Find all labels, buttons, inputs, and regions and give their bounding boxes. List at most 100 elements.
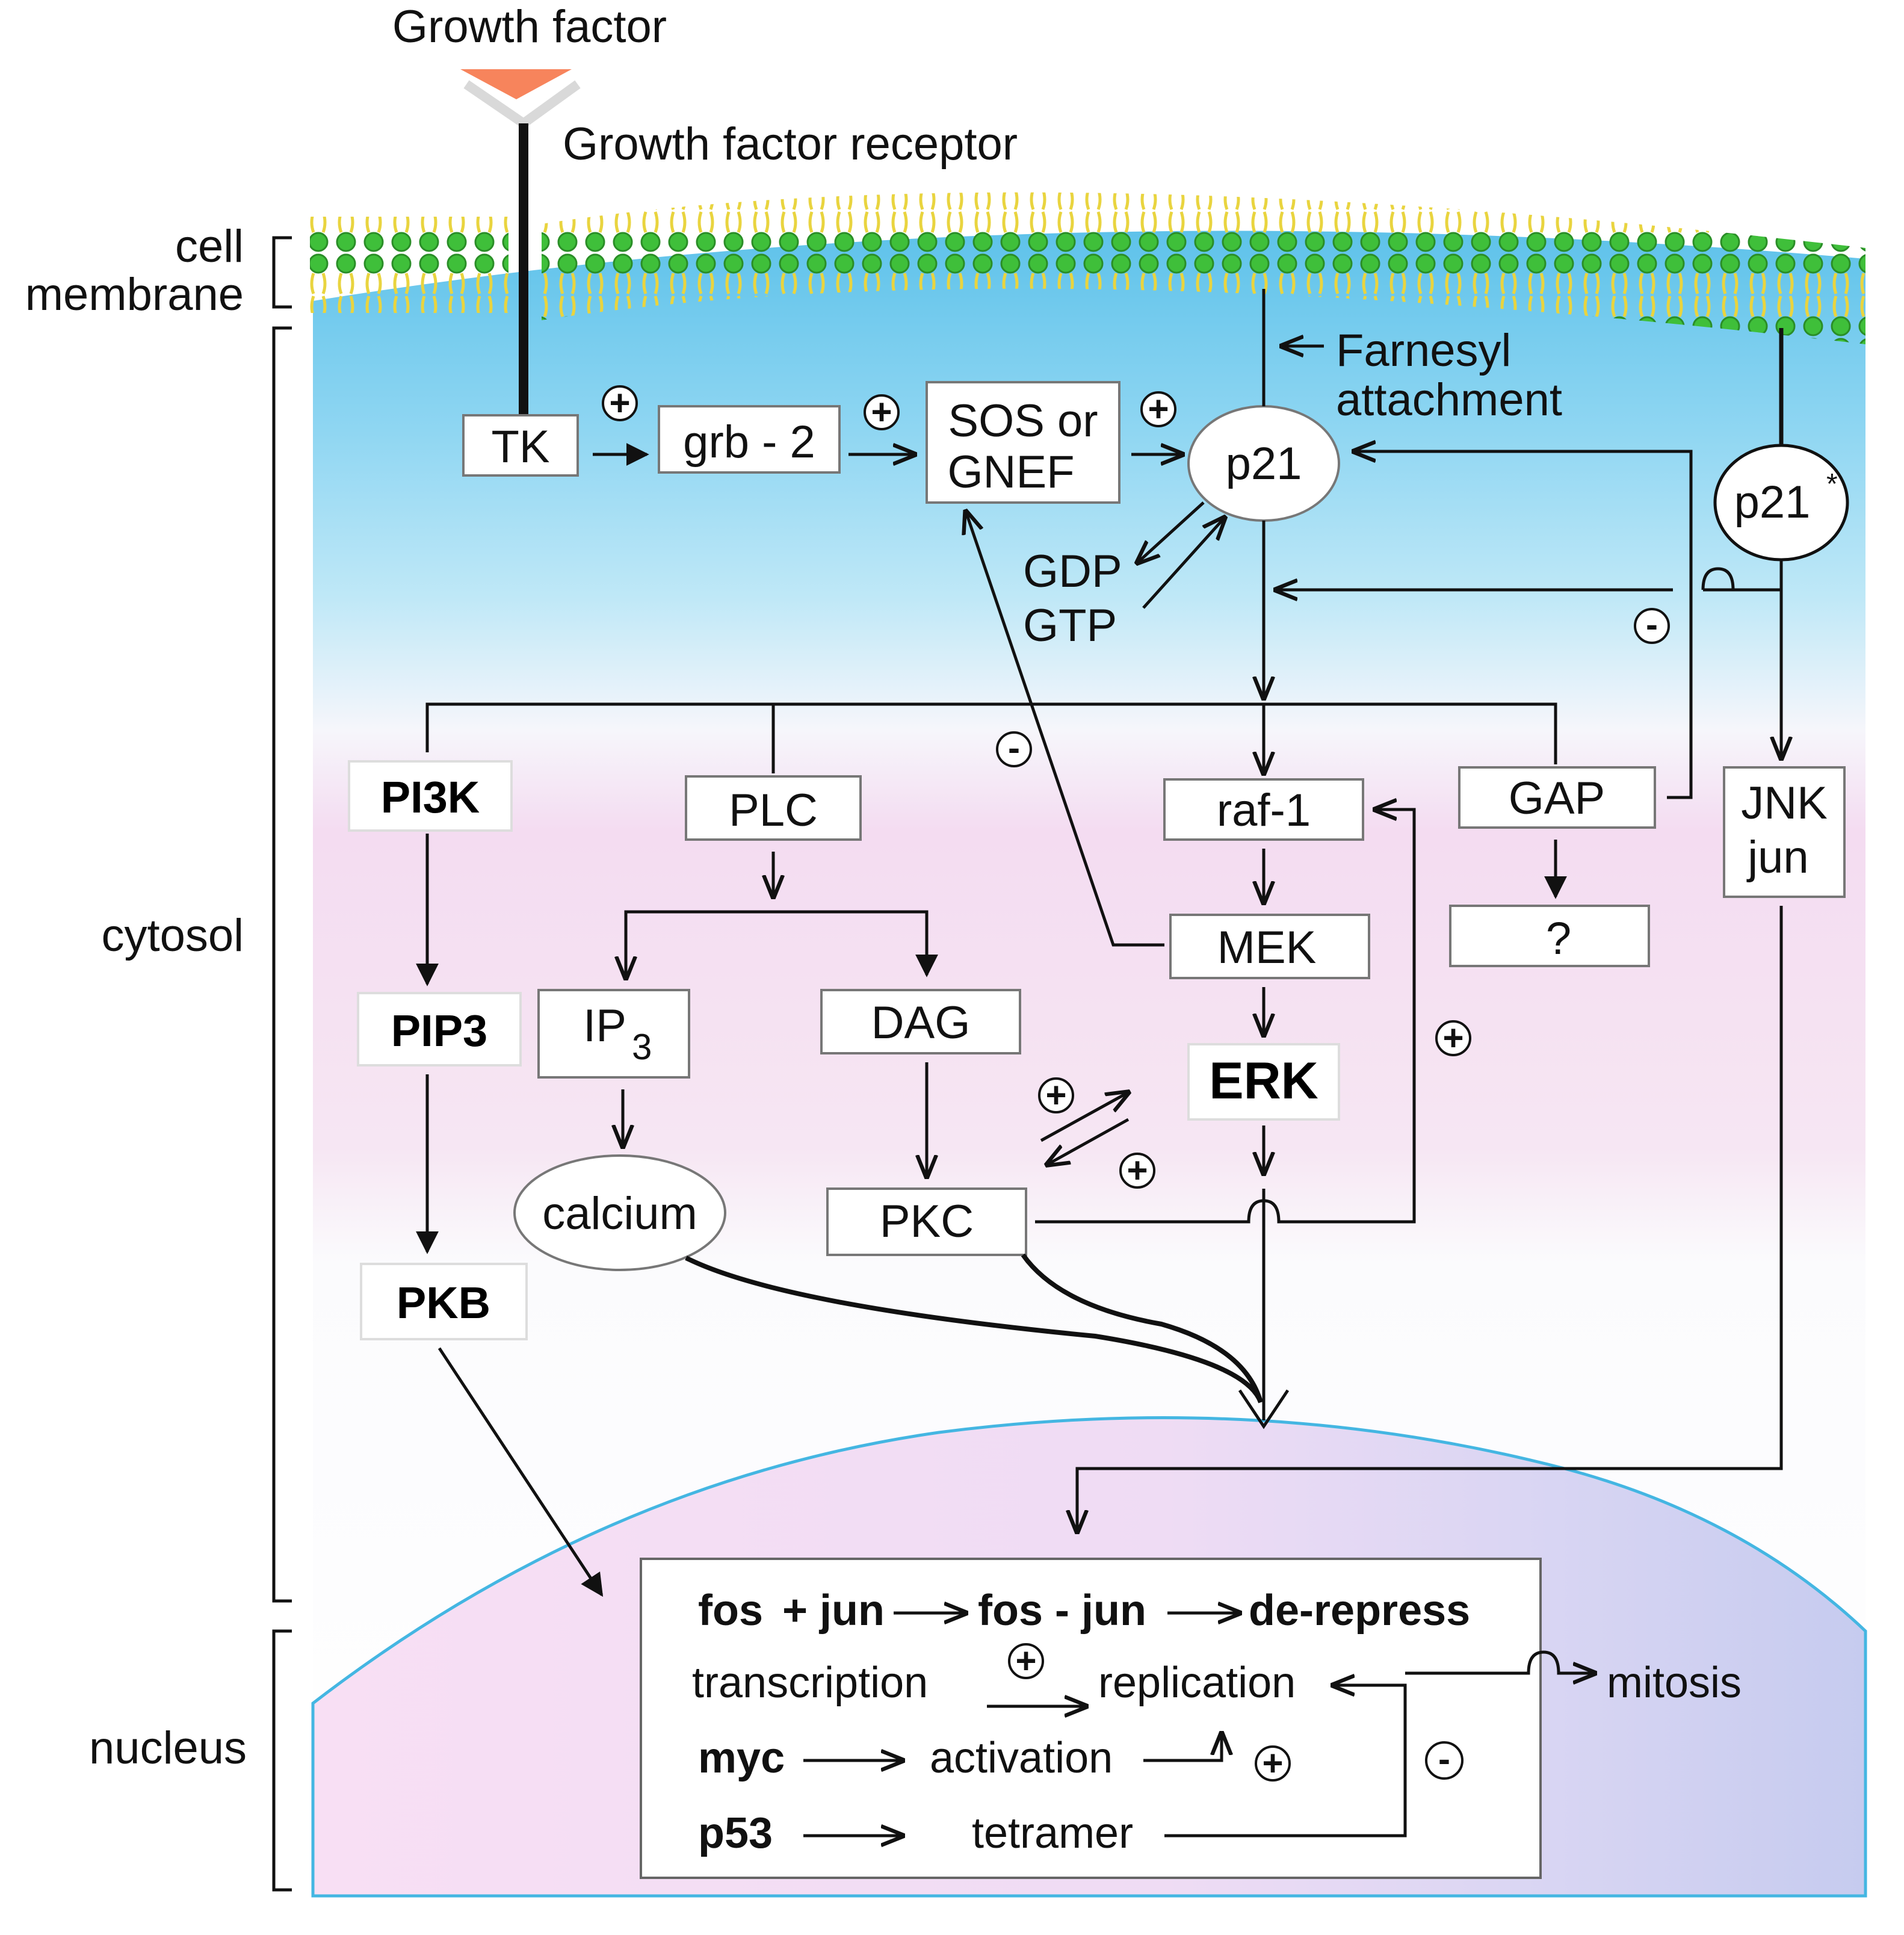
node-gap: GAP	[1458, 766, 1656, 829]
label-cytosol: cytosol	[101, 910, 244, 961]
svg-text:TK: TK	[491, 421, 549, 472]
node-p21: p21	[1187, 405, 1340, 522]
sign-plus-grb2-sos: +	[864, 392, 900, 432]
arrow-pkc-erk	[1040, 1092, 1128, 1142]
svg-text:ERK: ERK	[1209, 1052, 1318, 1110]
svg-text:*: *	[1826, 468, 1838, 500]
svg-text:-: -	[1438, 1739, 1450, 1779]
svg-text:attachment: attachment	[1336, 374, 1562, 426]
nuc-fos-jun: fos - jun	[978, 1587, 1146, 1635]
gdp-gtp-label: GDP GTP	[1023, 546, 1122, 651]
svg-text:IP: IP	[583, 1000, 626, 1051]
node-sos-gnef: SOS or GNEF	[926, 381, 1120, 504]
node-pkc: PKC	[826, 1187, 1027, 1256]
svg-text:PIP3: PIP3	[391, 1006, 487, 1056]
regulation-signs: + + + - - + + + + + -	[602, 383, 1670, 1783]
node-ip3: IP 3	[537, 989, 690, 1079]
label-cell: cell	[175, 221, 244, 272]
sign-minus-feedback: -	[1634, 604, 1670, 645]
sign-minus-tetramer: -	[1425, 1739, 1464, 1780]
node-p21-star: p21 *	[1713, 444, 1849, 562]
nuc-derepress: de-repress	[1249, 1587, 1470, 1635]
nucleus-box: fos + jun fos - jun de-repress transcrip…	[640, 1558, 1542, 1879]
nuc-p53: p53	[698, 1809, 773, 1857]
nuc-activation: activation	[930, 1734, 1113, 1782]
nuc-transcription: transcription	[692, 1659, 928, 1707]
nuc-tetramer: tetramer	[972, 1809, 1133, 1857]
bracket-nucleus	[272, 1629, 292, 1892]
svg-text:+: +	[1262, 1743, 1283, 1783]
sign-plus-pkc-erk: +	[1038, 1075, 1074, 1115]
svg-text:+: +	[1015, 1641, 1036, 1681]
svg-text:calcium: calcium	[542, 1188, 697, 1239]
sign-plus-erk-pkc: +	[1119, 1150, 1155, 1190]
nuc-fos: fos	[698, 1587, 763, 1635]
svg-text:PKB: PKB	[397, 1278, 490, 1328]
label-nucleus: nucleus	[89, 1723, 247, 1774]
svg-text:jun: jun	[1746, 832, 1808, 883]
svg-text:GAP: GAP	[1509, 773, 1606, 824]
sign-plus-activation: +	[1255, 1743, 1291, 1783]
svg-text:JNK: JNK	[1741, 778, 1828, 829]
bracket-membrane	[272, 236, 292, 309]
bracket-cytosol	[272, 326, 292, 1603]
node-pip3: PIP3	[357, 992, 522, 1067]
growth-factor-label: Growth factor	[392, 1, 667, 52]
arrow-mitosis	[1405, 1650, 1595, 1673]
svg-text:PKC: PKC	[880, 1196, 974, 1247]
node-unknown: ?	[1449, 905, 1650, 967]
svg-text:Farnesyl: Farnesyl	[1336, 325, 1511, 376]
sign-plus-sos-p21: +	[1140, 389, 1176, 429]
sign-plus-transcription: +	[1008, 1641, 1044, 1681]
svg-text:GDP: GDP	[1023, 546, 1122, 597]
node-pi3k: PI3K	[348, 760, 513, 832]
hop-feedback	[1701, 567, 1735, 590]
node-raf1: raf-1	[1163, 778, 1364, 841]
svg-text:3: 3	[632, 1027, 652, 1067]
arrow-erk-pkc	[1047, 1118, 1130, 1165]
svg-text:p21: p21	[1734, 477, 1811, 528]
arrow-mek-sos	[966, 512, 1164, 947]
arrow-to-gdp	[1137, 501, 1205, 563]
svg-text:SOS or: SOS or	[948, 395, 1098, 447]
nuc-replication: replication	[1098, 1659, 1296, 1707]
svg-text:?: ?	[1546, 913, 1571, 964]
svg-text:raf-1: raf-1	[1217, 785, 1311, 836]
svg-text:p21: p21	[1226, 438, 1302, 489]
pathway-connectors	[416, 289, 1783, 1837]
arrow-gap-p21	[1354, 451, 1693, 799]
node-erk: ERK	[1187, 1043, 1340, 1121]
arrow-jnk-nucleus	[1077, 906, 1783, 1532]
node-grb2: grb - 2	[658, 405, 841, 474]
node-plc: PLC	[685, 775, 862, 841]
receptor-label: Growth factor receptor	[563, 119, 1018, 170]
farnesyl-label: Farnesyl attachment	[1336, 325, 1562, 426]
arrow-activation	[1143, 1733, 1222, 1762]
arrowhead-converge	[1238, 1389, 1290, 1429]
node-tk: TK	[462, 414, 579, 477]
arrow-from-gtp	[1142, 518, 1225, 609]
curve-calcium-nucleus	[685, 1255, 1263, 1404]
svg-text:+: +	[1148, 389, 1169, 429]
ligand-shape	[460, 69, 572, 99]
svg-text:GNEF: GNEF	[947, 447, 1074, 498]
line-distributor-right	[1264, 702, 1557, 764]
growth-factor: Growth factor Growth factor receptor	[392, 1, 1018, 421]
svg-text:-: -	[1646, 604, 1658, 645]
label-membrane: membrane	[25, 269, 244, 320]
sign-minus-mek-sos: -	[996, 728, 1032, 768]
svg-text:PLC: PLC	[729, 785, 818, 836]
arrow-tetramer	[1164, 1685, 1407, 1837]
arrow-pkb-nucleus	[437, 1347, 604, 1597]
node-jnk-jun: JNK jun	[1723, 766, 1846, 898]
cell-membrane-bilayer	[310, 192, 1865, 344]
line-distributor-left	[425, 702, 1264, 752]
node-dag: DAG	[820, 989, 1021, 1054]
svg-text:MEK: MEK	[1217, 922, 1317, 973]
svg-text:+: +	[1127, 1150, 1148, 1190]
curve-pkc-nucleus	[1021, 1253, 1263, 1404]
sign-plus-tk-grb2: +	[602, 383, 638, 423]
svg-text:grb - 2: grb - 2	[683, 416, 815, 468]
svg-text:DAG: DAG	[871, 997, 971, 1048]
